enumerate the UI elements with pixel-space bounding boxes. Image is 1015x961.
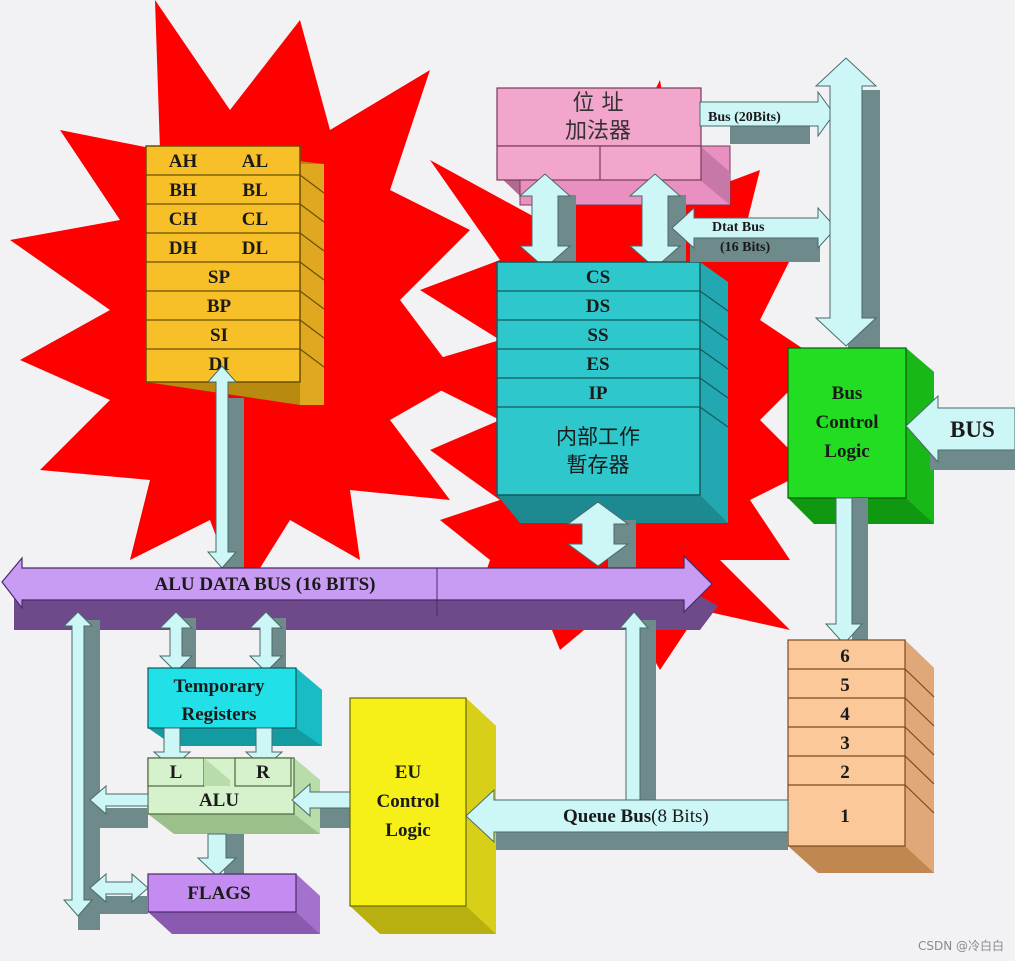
eu-control-line-2: Control: [377, 791, 440, 812]
reg-sp: SP: [208, 267, 231, 288]
regs-to-alu-bus-arrow: [206, 365, 244, 570]
reg-bp: BP: [207, 296, 232, 317]
bus-control-line-2: Control: [816, 412, 879, 433]
adder-segment-arrows: [518, 173, 686, 269]
seg-ds: DS: [586, 296, 610, 317]
alu-left-input: L: [170, 762, 183, 783]
alu-to-left-arrow: [89, 784, 149, 828]
seg-ip: IP: [589, 383, 608, 404]
queue-slot-5: 5: [840, 675, 850, 696]
reg-cl: CL: [242, 209, 268, 230]
seg-ss: SS: [587, 325, 608, 346]
reg-bl: BL: [242, 180, 267, 201]
queue-slot-3: 3: [840, 733, 850, 754]
temp-regs-line-2: Registers: [182, 704, 257, 725]
address-adder: 位 址 加法器: [496, 87, 731, 206]
bus-control-line-3: Logic: [824, 441, 869, 462]
internal-temp-line-1: 内部工作: [556, 425, 640, 449]
eu-control-line-3: Logic: [385, 820, 430, 841]
seg-es: ES: [586, 354, 609, 375]
reg-dl: DL: [242, 238, 268, 259]
queue-slot-6: 6: [840, 646, 850, 667]
alu-label: ALU: [199, 790, 239, 811]
reg-dh: DH: [169, 238, 198, 259]
bus-control-vertical-arrow: [814, 57, 880, 352]
flags-register: FLAGS: [147, 873, 320, 934]
seg-cs: CS: [586, 267, 610, 288]
general-register-stack: AH AL BH BL CH CL DH DL SP BP SI DI: [145, 145, 325, 405]
alu-unit: L R ALU: [147, 757, 320, 834]
bus-to-temp-arrows: [158, 611, 286, 674]
eu-control-line-1: EU: [395, 762, 422, 783]
left-vertical-arrow: [62, 611, 100, 930]
bus-20bits-arrow: Bus (20Bits): [699, 90, 835, 144]
eu-control-logic: EU Control Logic: [349, 697, 496, 934]
watermark: CSDN @冷白白: [918, 938, 1004, 953]
queue-slot-1: 1: [840, 806, 850, 827]
bus-to-queue-bus-arrow: [618, 611, 656, 806]
alu-to-flags-arrow: [196, 833, 244, 877]
external-bus-label: BUS: [950, 417, 995, 442]
bus-control-line-1: Bus: [832, 383, 863, 404]
left-to-flags-arrow: [89, 872, 149, 914]
queue-slot-4: 4: [840, 704, 850, 725]
data-bus-label-1: Dtat Bus: [712, 220, 765, 235]
queue-bus-arrow: Queue Bus(8 Bits): [465, 788, 789, 850]
data-bus-label-2: (16 Bits): [720, 240, 771, 255]
segment-register-stack: CS DS SS ES IP 内部工作 暫存器: [496, 261, 729, 523]
reg-ah: AH: [169, 151, 198, 172]
external-bus-arrow: BUS: [905, 394, 1015, 470]
alu-data-bus-label: ALU DATA BUS (16 BITS): [154, 574, 375, 595]
reg-ch: CH: [169, 209, 198, 230]
internal-temp-line-2: 暫存器: [567, 453, 630, 477]
reg-al: AL: [242, 151, 268, 172]
queue-slot-2: 2: [840, 762, 850, 783]
bus-control-to-queue-arrow: [824, 497, 868, 645]
flags-label: FLAGS: [187, 883, 250, 904]
segment-to-bus-arrow: [566, 501, 636, 568]
eu-to-alu-arrow: [291, 782, 351, 828]
temp-regs-line-1: Temporary: [173, 676, 265, 697]
bus-20bits-label: Bus (20Bits): [708, 110, 781, 125]
alu-right-input: R: [256, 762, 270, 783]
queue-bus-label: Queue Bus(8 Bits): [563, 806, 709, 827]
adder-line-2: 加法器: [565, 119, 631, 144]
adder-line-1: 位 址: [573, 91, 624, 116]
bus-control-logic: Bus Control Logic: [787, 347, 934, 524]
reg-si: SI: [210, 325, 228, 346]
reg-bh: BH: [169, 180, 197, 201]
instruction-queue: 6 5 4 3 2 1: [787, 639, 935, 873]
temporary-registers: Temporary Registers: [147, 667, 322, 746]
